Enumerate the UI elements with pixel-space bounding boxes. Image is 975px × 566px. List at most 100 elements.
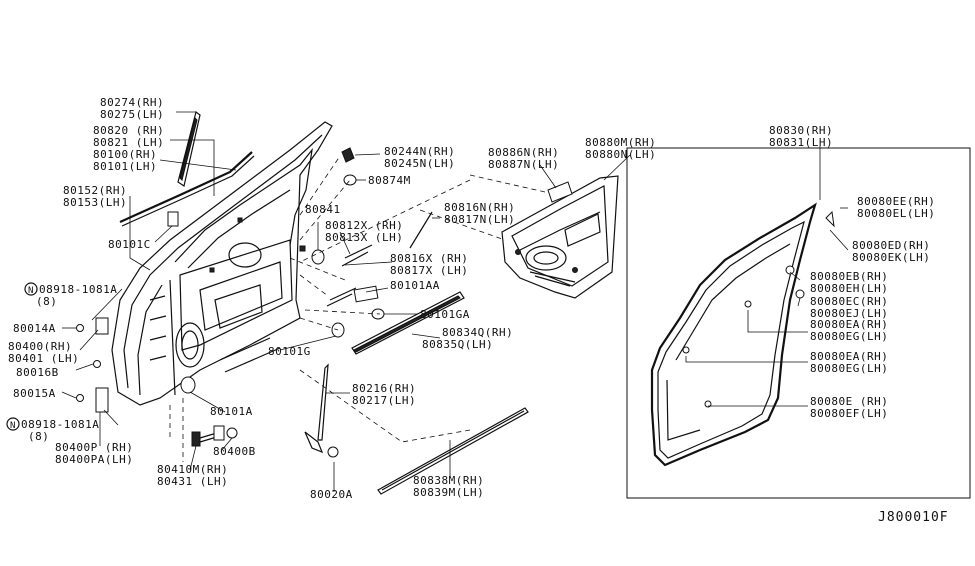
seal-80816N	[409, 211, 433, 249]
label-80016B: 80016B	[16, 366, 59, 379]
label-80400B: 80400B	[213, 445, 256, 458]
label-80831: 80831(LH)	[769, 136, 833, 149]
sash-80216	[317, 363, 329, 441]
n-marker-letter-2: N	[10, 421, 16, 431]
label-80080ED: 80080ED(RH)	[852, 239, 930, 252]
bolt-80400B	[226, 427, 238, 439]
label-80080EG-2: 80080EG(LH)	[810, 362, 888, 375]
label-80838M: 80838M(RH)	[413, 474, 484, 487]
label-08918-a: 08918-1081A	[39, 283, 117, 296]
handle-escutcheon-80886N	[547, 181, 573, 203]
label-80887N: 80887N(LH)	[488, 158, 559, 171]
label-80217: 80217(LH)	[352, 394, 416, 407]
label-80080EA-2: 80080EA(RH)	[810, 350, 888, 363]
label-80841: 80841	[305, 203, 341, 216]
label-80080EL: 80080EL(LH)	[857, 207, 935, 220]
label-80080EG-1: 80080EG(LH)	[810, 330, 888, 343]
label-80216: 80216(RH)	[352, 382, 416, 395]
leader-lines	[61, 111, 849, 492]
grommet-80101A	[180, 376, 196, 394]
label-80410M: 80410M(RH)	[157, 463, 228, 476]
label-08918-a-qty: (8)	[36, 295, 57, 308]
label-80080EB: 80080EB(RH)	[810, 270, 888, 283]
door-shell-drawing	[111, 121, 333, 406]
label-80817X: 80817X (LH)	[390, 264, 468, 277]
label-80101A: 80101A	[210, 405, 253, 418]
plug-80841	[311, 249, 325, 265]
label-80834Q: 80834Q(RH)	[442, 326, 513, 339]
weatherstrip-clips	[682, 210, 835, 408]
belt-moulding-inner	[121, 155, 255, 227]
label-80880M: 80880M(RH)	[585, 136, 656, 149]
label-80886N: 80886N(RH)	[488, 146, 559, 159]
label-80880N: 80880N(LH)	[585, 148, 656, 161]
label-80101G: 80101G	[268, 345, 311, 358]
label-80080EK: 80080EK(LH)	[852, 251, 930, 264]
seal-80816X	[326, 287, 357, 307]
hinge-parts	[76, 317, 109, 413]
label-80275: 80275(LH)	[100, 108, 164, 121]
label-80015A: 80015A	[13, 387, 56, 400]
part-labels: 80274(RH) 80275(LH) 80820 (RH) 80821 (LH…	[6, 96, 949, 525]
label-08918-b: 08918-1081A	[21, 418, 99, 431]
label-80813X: 80813X (LH)	[325, 231, 403, 244]
guide-lines	[169, 155, 546, 462]
label-80431: 80431 (LH)	[157, 475, 228, 488]
label-80101: 80101(LH)	[93, 160, 157, 173]
label-80816N: 80816N(RH)	[444, 201, 515, 214]
label-80244N: 80244N(RH)	[384, 145, 455, 158]
label-80820: 80820 (RH)	[93, 124, 164, 137]
label-80101AA: 80101AA	[390, 279, 440, 292]
grommet-80874M	[343, 174, 357, 186]
weatherstrip-loop-80830	[650, 202, 817, 467]
label-80080EH: 80080EH(LH)	[810, 282, 888, 295]
label-80245N: 80245N(LH)	[384, 157, 455, 170]
seal-80812X	[341, 244, 373, 267]
weatherstrip-80834Q	[351, 291, 465, 355]
label-80817N: 80817N(LH)	[444, 213, 515, 226]
bolt-80020A	[327, 446, 339, 458]
n-marker-letter: N	[28, 286, 34, 296]
label-80080EE: 80080EE(RH)	[857, 195, 935, 208]
label-80014A: 80014A	[13, 322, 56, 335]
moulding-inner	[381, 410, 525, 491]
pad-80101AA	[353, 285, 379, 303]
door-trim-panel-drawing	[501, 175, 619, 299]
label-80835Q: 80835Q(LH)	[422, 338, 493, 351]
label-80152: 80152(RH)	[63, 184, 127, 197]
label-80080EA-1: 80080EA(RH)	[810, 318, 888, 331]
label-80080EJ: 80080EJ(LH)	[810, 307, 888, 320]
label-80101C: 80101C	[108, 238, 151, 251]
label-80080EC: 80080EC(RH)	[810, 295, 888, 308]
label-08918-b-qty: (8)	[28, 430, 49, 443]
clip-80244N	[341, 147, 355, 163]
moulding-80838M	[377, 407, 529, 495]
label-80812X: 80812X (RH)	[325, 219, 403, 232]
label-80400P: 80400P (RH)	[55, 441, 133, 454]
weatherstrip-box	[626, 147, 971, 499]
corner-cover-fill	[179, 117, 198, 181]
label-80816X: 80816X (RH)	[390, 252, 468, 265]
door-check-80410M	[191, 425, 225, 447]
label-80100: 80100(RH)	[93, 148, 157, 161]
label-80874M: 80874M	[368, 174, 411, 187]
belt-moulding-80820	[119, 151, 253, 224]
label-80401: 80401 (LH)	[8, 352, 79, 365]
weatherstrip-fill	[353, 295, 461, 353]
label-80274: 80274(RH)	[100, 96, 164, 109]
label-80153: 80153(LH)	[63, 196, 127, 209]
label-80821: 80821 (LH)	[93, 136, 164, 149]
label-80839M: 80839M(LH)	[413, 486, 484, 499]
label-80080EF: 80080EF(LH)	[810, 407, 888, 420]
label-80020A: 80020A	[310, 488, 353, 501]
label-80400: 80400(RH)	[8, 340, 72, 353]
diagram-id: J800010F	[878, 510, 949, 525]
label-80400PA: 80400PA(LH)	[55, 453, 133, 466]
sash-bracket	[304, 431, 324, 454]
label-80830: 80830(RH)	[769, 124, 833, 137]
label-80080E: 80080E (RH)	[810, 395, 888, 408]
corner-cover-80274	[177, 110, 201, 187]
n-marker-icon-2	[6, 417, 20, 431]
label-80101GA: 80101GA	[420, 308, 470, 321]
